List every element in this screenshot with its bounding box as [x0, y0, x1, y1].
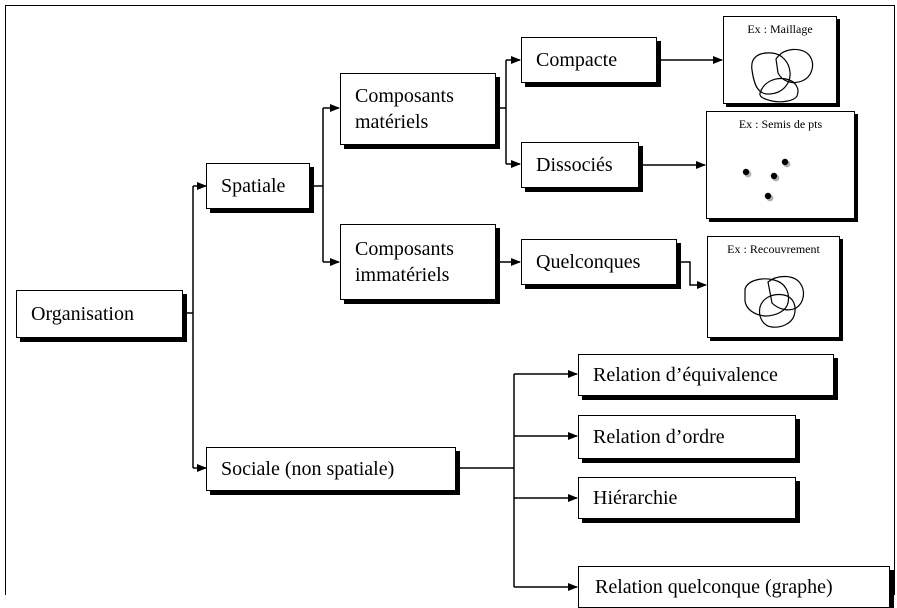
connector-layer [186, 56, 723, 591]
diagram-canvas: Organisation Spatiale Sociale (non spati… [5, 5, 895, 608]
diagram-frame [5, 5, 895, 595]
connector-examples [640, 56, 723, 289]
example-semis: Ex : Semis de pts [706, 111, 855, 219]
connector-composants-materiels [498, 56, 521, 168]
node-spatiale: Spatiale [206, 163, 310, 209]
node-composants-materiels-line1: Composants [355, 85, 454, 107]
node-composants-immateriels: Composants immatériels [340, 224, 496, 300]
example-maillage: Ex : Maillage [723, 16, 837, 104]
mesh-shapes-illustration [751, 48, 814, 103]
node-composants-immateriels-line2: immatériels [355, 264, 450, 286]
node-relation-ordre: Relation d’ordre [578, 415, 796, 459]
node-quelconques: Quelconques [521, 239, 677, 285]
node-hierarchie: Hiérarchie [578, 477, 796, 519]
node-dissocies-label: Dissociés [536, 154, 613, 176]
connector-spatiale [312, 104, 340, 266]
node-relation-equivalence-label: Relation d’équivalence [593, 364, 778, 386]
node-dissocies: Dissociés [521, 142, 639, 188]
overlapping-shapes-illustration [744, 275, 805, 328]
example-recouvrement-label: Ex : Recouvrement [727, 242, 820, 256]
node-sociale-label: Sociale (non spatiale) [221, 458, 395, 480]
node-relation-equivalence: Relation d’équivalence [578, 354, 834, 396]
node-compacte: Compacte [521, 37, 657, 83]
node-composants-materiels-line2: matériels [355, 111, 429, 133]
example-recouvrement: Ex : Recouvrement [707, 236, 840, 338]
node-compacte-label: Compacte [536, 49, 618, 71]
node-organisation-label: Organisation [31, 303, 134, 325]
node-composants-immateriels-line1: Composants [355, 238, 454, 260]
connector-sociale [457, 370, 578, 591]
node-sociale: Sociale (non spatiale) [206, 447, 456, 491]
node-relation-quelconque: Relation quelconque (graphe) [578, 566, 890, 608]
example-maillage-label: Ex : Maillage [747, 22, 813, 36]
example-semis-label: Ex : Semis de pts [738, 117, 823, 131]
node-relation-quelconque-label: Relation quelconque (graphe) [595, 576, 833, 598]
node-relation-ordre-label: Relation d’ordre [593, 426, 725, 448]
connector-organisation [186, 182, 207, 472]
node-composants-materiels: Composants matériels [340, 73, 496, 145]
node-hierarchie-label: Hiérarchie [593, 487, 678, 509]
node-quelconques-label: Quelconques [536, 251, 641, 273]
node-spatiale-label: Spatiale [221, 175, 286, 197]
scatter-points-illustration [742, 158, 791, 202]
node-organisation: Organisation [16, 290, 183, 338]
